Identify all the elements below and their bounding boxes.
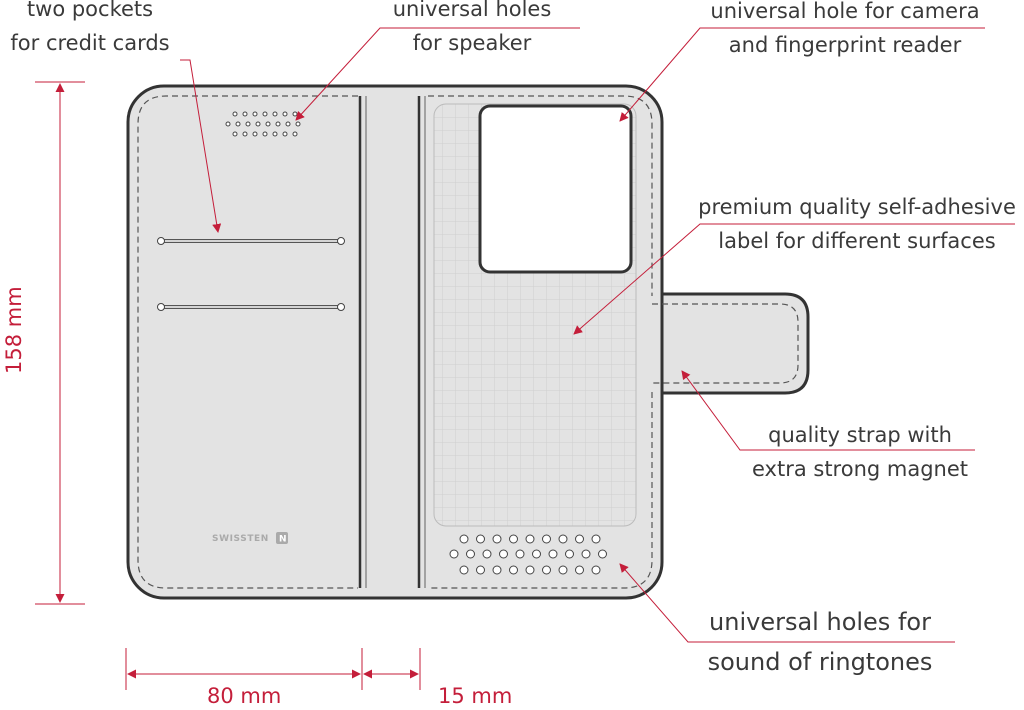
hole — [242, 111, 248, 117]
leader-lines — [180, 27, 1015, 643]
dimension-height-label: 158 mm — [2, 286, 26, 374]
hole — [242, 131, 248, 137]
brand-text: SWISSTEN — [212, 534, 269, 544]
hole — [255, 121, 261, 127]
callout-ringtones-line2: sound of ringtones — [707, 648, 933, 676]
hole — [558, 534, 568, 544]
callout-camera-line2: and fingerprint reader — [728, 33, 962, 57]
hole — [565, 549, 574, 559]
hole — [558, 565, 568, 575]
hole — [272, 131, 278, 137]
hole — [515, 549, 525, 559]
brand-logo: SWISSTEN N — [212, 532, 288, 545]
hole — [272, 111, 278, 117]
hole — [532, 549, 541, 559]
hole — [509, 565, 518, 575]
hole — [449, 549, 459, 559]
hole — [282, 111, 288, 117]
callout-label: premium quality self-adhesive label for … — [690, 190, 1024, 258]
leader-camera — [619, 27, 985, 122]
callout-ringtones: universal holes for sound of ringtones — [690, 602, 950, 682]
hole — [591, 534, 601, 544]
leader-ringtones — [619, 563, 955, 643]
callout-pockets-line2: for credit cards — [10, 31, 170, 55]
camera-hole — [478, 104, 633, 274]
hole — [292, 111, 298, 117]
magnetic-strap — [638, 292, 810, 395]
callout-pockets-line1: two pockets — [26, 0, 154, 21]
hole — [459, 534, 469, 544]
hole — [275, 121, 281, 127]
dimension-width-label: 80 mm — [207, 684, 282, 708]
hole — [459, 565, 469, 575]
callout-speaker: universal holes for speaker — [382, 0, 562, 60]
hole — [466, 549, 475, 559]
hole — [542, 534, 551, 544]
case-body: SWISSTEN N — [126, 84, 810, 600]
hole — [542, 565, 551, 575]
hole — [282, 131, 288, 137]
hole — [262, 131, 268, 137]
hole — [482, 549, 492, 559]
hole — [252, 131, 258, 137]
ringtone-holes — [449, 534, 607, 575]
callout-speaker-line2: for speaker — [412, 31, 532, 55]
leader-label — [573, 223, 1015, 335]
leader-pockets — [180, 59, 222, 233]
callout-label-line1: premium quality self-adhesive — [698, 195, 1016, 219]
hole — [548, 549, 558, 559]
hole — [232, 131, 238, 137]
hole — [575, 565, 584, 575]
hole — [525, 565, 535, 575]
leader-speaker — [295, 27, 580, 121]
hole — [499, 549, 508, 559]
hole — [285, 121, 291, 127]
callout-speaker-line1: universal holes — [392, 0, 552, 21]
callout-label-line2: label for different surfaces — [718, 229, 996, 253]
card-pocket-slots — [157, 237, 345, 311]
hole — [492, 565, 502, 575]
hole — [581, 549, 591, 559]
hole — [232, 111, 238, 117]
hole — [476, 565, 485, 575]
cover-stitching — [137, 95, 358, 589]
callout-ringtones-line1: universal holes for — [709, 608, 931, 636]
brand-mark-icon — [276, 532, 288, 544]
hole — [598, 549, 607, 559]
hole — [225, 121, 231, 127]
leader-strap — [681, 370, 975, 451]
dimension-lines — [35, 81, 421, 690]
hole — [591, 565, 601, 575]
hole — [476, 534, 485, 544]
hole — [245, 121, 251, 127]
hole — [292, 131, 298, 137]
callout-strap: quality strap with extra strong magnet — [735, 418, 985, 486]
hole — [252, 111, 258, 117]
hole — [235, 121, 241, 127]
svg-text:N: N — [279, 535, 287, 545]
hole — [295, 121, 301, 127]
hole — [262, 111, 268, 117]
callout-strap-line2: extra strong magnet — [751, 457, 969, 481]
strap-stitching — [652, 303, 799, 384]
spine — [358, 96, 426, 588]
dimension-spine-label: 15 mm — [438, 684, 513, 708]
callout-pockets: two pockets for credit cards — [0, 0, 180, 60]
hole — [575, 534, 584, 544]
callout-camera: universal hole for camera and fingerprin… — [690, 0, 1000, 62]
inner-stitching — [428, 95, 653, 589]
hole — [509, 534, 518, 544]
hole — [525, 534, 535, 544]
callout-strap-line1: quality strap with — [768, 423, 952, 447]
hole — [492, 534, 502, 544]
hole — [265, 121, 271, 127]
callout-camera-line1: universal hole for camera — [710, 0, 980, 23]
